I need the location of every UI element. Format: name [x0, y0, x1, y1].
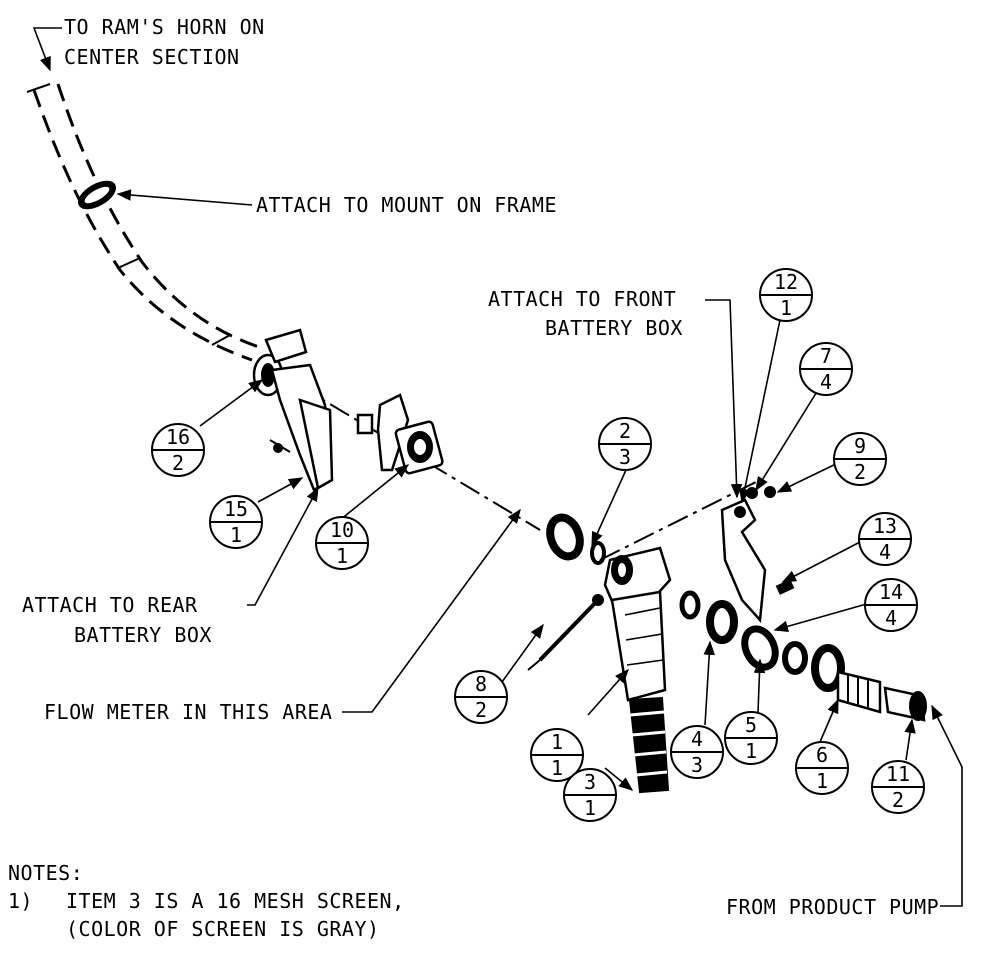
balloon-item-12: 121 — [759, 268, 813, 322]
balloon-item-number: 14 — [879, 580, 903, 604]
balloon-quantity: 1 — [584, 796, 596, 820]
balloon-quantity: 1 — [230, 523, 242, 547]
balloon-item-number: 10 — [330, 518, 354, 542]
frame-mount-clamp — [77, 180, 117, 210]
balloon-item-3: 31 — [563, 768, 617, 822]
rear-battery-label-line1: ATTACH TO REAR — [22, 593, 198, 617]
rear-bracket — [252, 328, 334, 492]
balloon-item-number: 6 — [816, 743, 828, 767]
balloon-item-15: 151 — [209, 495, 263, 549]
centerline-front — [599, 479, 761, 561]
balloon-item-5: 51 — [724, 711, 778, 765]
flow-meter-label: FLOW METER IN THIS AREA — [44, 700, 332, 724]
notes-line1: ITEM 3 IS A 16 MESH SCREEN, — [66, 889, 405, 913]
balloon-item-4: 43 — [670, 725, 724, 779]
balloon-item-number: 11 — [886, 762, 910, 786]
fittings — [741, 625, 927, 722]
balloon-quantity: 3 — [691, 753, 703, 777]
balloon-item-2: 23 — [598, 417, 652, 471]
balloon-item-8: 82 — [454, 670, 508, 724]
rams-horn-label-line2: CENTER SECTION — [64, 45, 240, 69]
balloon-quantity: 4 — [879, 540, 891, 564]
balloon-quantity: 4 — [885, 606, 897, 630]
balloon-item-number: 16 — [166, 425, 190, 449]
notes-line2: (COLOR OF SCREEN IS GRAY) — [66, 917, 380, 941]
balloon-item-number: 9 — [854, 434, 866, 458]
notes-item-number: 1) — [8, 889, 33, 913]
balloon-item-number: 8 — [475, 672, 487, 696]
balloon-item-number: 15 — [224, 497, 248, 521]
balloon-item-11: 112 — [871, 760, 925, 814]
front-battery-label-line1: ATTACH TO FRONT — [488, 287, 676, 311]
balloon-item-number: 12 — [774, 270, 798, 294]
balloon-quantity: 1 — [551, 756, 563, 780]
balloon-item-13: 134 — [858, 512, 912, 566]
balloon-item-number: 2 — [619, 419, 631, 443]
valve — [356, 393, 444, 475]
balloon-quantity: 4 — [820, 370, 832, 394]
balloon-item-number: 1 — [551, 730, 563, 754]
leaders — [32, 27, 963, 907]
balloon-quantity: 1 — [336, 544, 348, 568]
balloon-item-number: 5 — [745, 713, 757, 737]
hose — [26, 83, 263, 362]
balloon-quantity: 2 — [892, 788, 904, 812]
balloon-item-10: 101 — [315, 516, 369, 570]
balloon-quantity: 2 — [854, 460, 866, 484]
balloon-item-7: 74 — [799, 342, 853, 396]
balloon-quantity: 1 — [745, 739, 757, 763]
strainer-assembly — [527, 513, 738, 702]
notes-heading: NOTES: — [8, 861, 83, 885]
balloon-item-9: 92 — [833, 432, 887, 486]
balloon-item-16: 162 — [151, 423, 205, 477]
balloon-item-1: 11 — [530, 728, 584, 782]
balloon-item-number: 13 — [873, 514, 897, 538]
balloon-quantity: 3 — [619, 445, 631, 469]
product-pump-label: FROM PRODUCT PUMP — [726, 895, 939, 919]
front-battery-label-line2: BATTERY BOX — [545, 316, 683, 340]
mesh-screen — [628, 696, 670, 794]
balloon-quantity: 1 — [816, 769, 828, 793]
balloon-quantity: 1 — [780, 296, 792, 320]
mount-frame-label: ATTACH TO MOUNT ON FRAME — [256, 193, 557, 217]
balloon-quantity: 2 — [172, 451, 184, 475]
rams-horn-label-line1: TO RAM'S HORN ON — [64, 15, 265, 39]
balloon-item-6: 61 — [795, 741, 849, 795]
front-bracket — [720, 486, 795, 623]
balloon-item-number: 3 — [584, 770, 596, 794]
balloon-item-number: 7 — [820, 344, 832, 368]
balloon-item-number: 4 — [691, 727, 703, 751]
rear-battery-label-line2: BATTERY BOX — [74, 623, 212, 647]
balloon-item-14: 144 — [864, 578, 918, 632]
balloon-quantity: 2 — [475, 698, 487, 722]
